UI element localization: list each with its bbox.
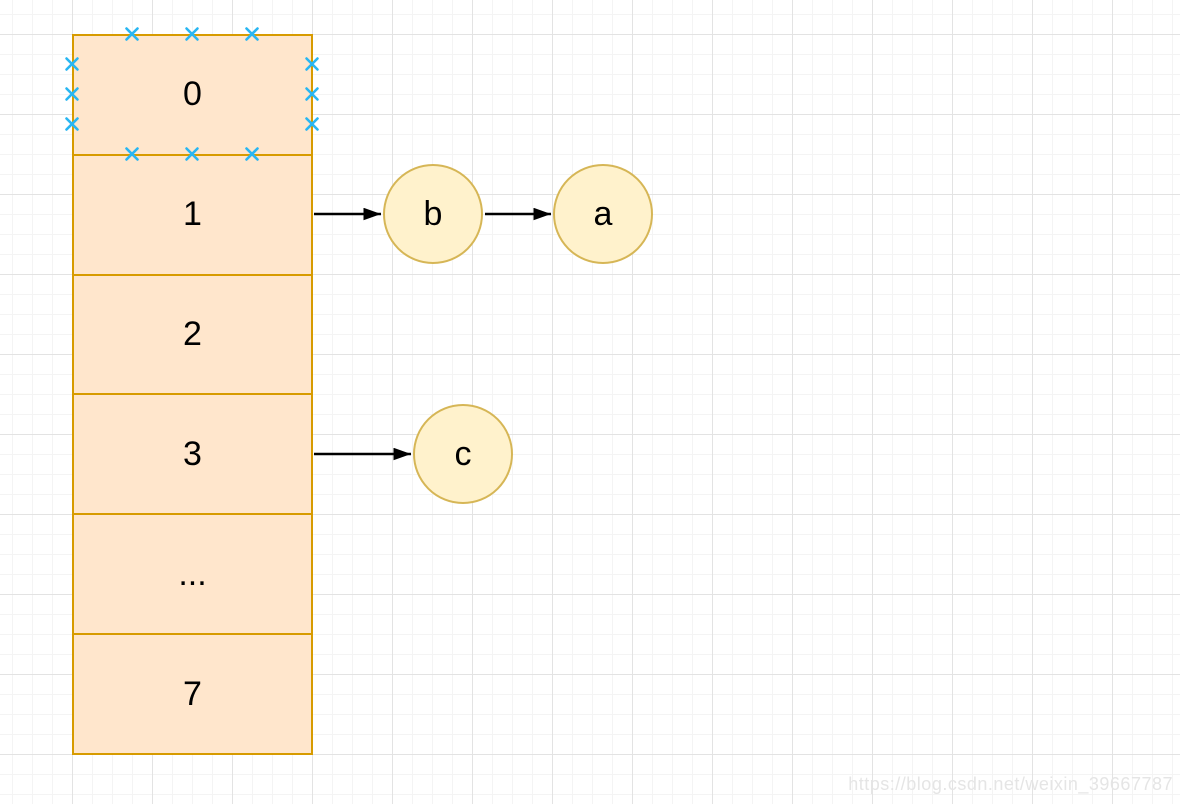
list-node-b[interactable]: b [383,164,483,264]
bucket-0[interactable]: 0 [183,75,202,114]
bucket-ellipsis[interactable]: ... [74,513,311,633]
list-node-a[interactable]: a [553,164,653,264]
hash-table[interactable]: 0 1 2 3 ... 7 [72,34,313,755]
bucket-7[interactable]: 7 [74,633,311,753]
bucket-3[interactable]: 3 [74,393,311,513]
watermark-url: https://blog.csdn.net/weixin_39667787 [848,774,1173,794]
bucket-2[interactable]: 2 [74,273,311,394]
list-node-c[interactable]: c [413,404,513,504]
bucket-1[interactable]: 1 [74,153,311,274]
